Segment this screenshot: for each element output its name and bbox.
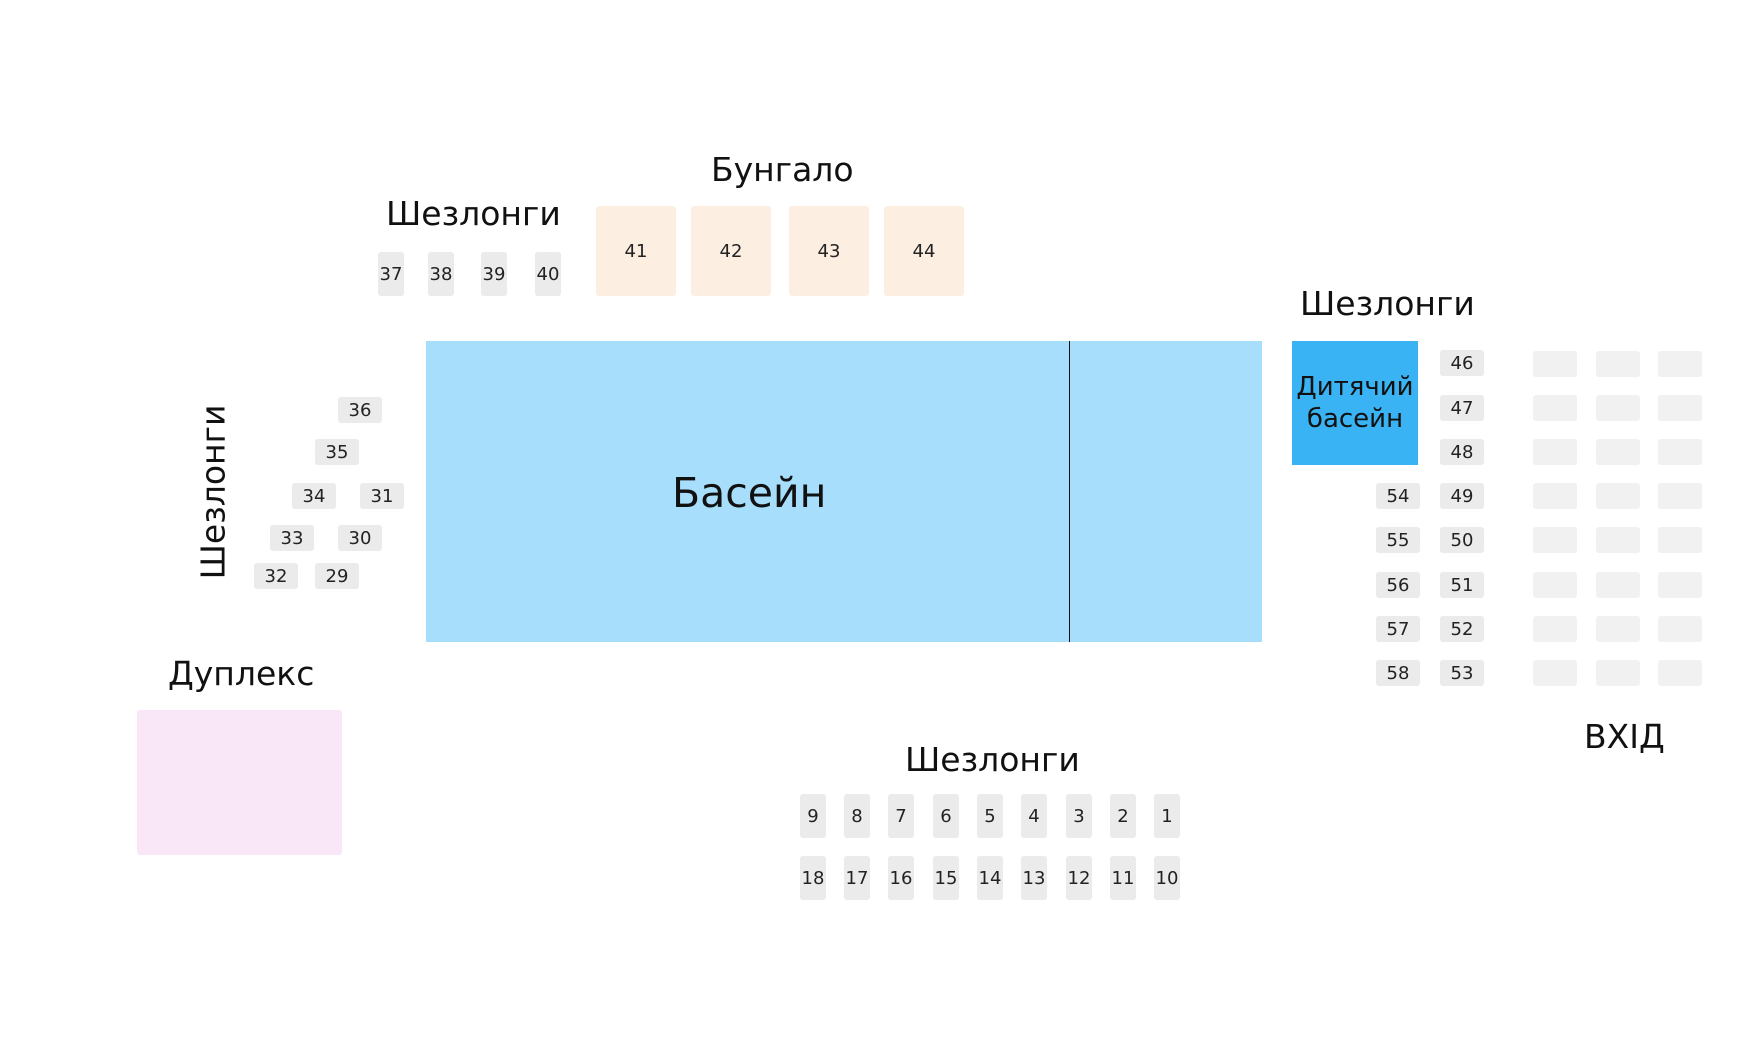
bungalow-43[interactable]: 43 xyxy=(789,206,869,296)
seat-56[interactable]: 56 xyxy=(1376,572,1420,598)
unnumbered-seat[interactable] xyxy=(1533,351,1577,377)
seat-39[interactable]: 39 xyxy=(481,252,507,296)
unnumbered-seat[interactable] xyxy=(1658,483,1702,509)
unnumbered-seat[interactable] xyxy=(1533,483,1577,509)
unnumbered-seat[interactable] xyxy=(1658,616,1702,642)
unnumbered-seat[interactable] xyxy=(1533,572,1577,598)
seat-33[interactable]: 33 xyxy=(270,525,314,551)
seat-47[interactable]: 47 xyxy=(1440,395,1484,421)
unnumbered-seat[interactable] xyxy=(1596,660,1640,686)
seat-35[interactable]: 35 xyxy=(315,439,359,465)
loungers-bottom-label: Шезлонги xyxy=(905,740,1080,779)
seat-10[interactable]: 10 xyxy=(1154,856,1180,900)
unnumbered-seat[interactable] xyxy=(1658,439,1702,465)
unnumbered-seat[interactable] xyxy=(1658,527,1702,553)
seat-16[interactable]: 16 xyxy=(888,856,914,900)
duplex-area[interactable] xyxy=(137,710,342,855)
unnumbered-seat[interactable] xyxy=(1596,483,1640,509)
seat-34[interactable]: 34 xyxy=(292,483,336,509)
seat-53[interactable]: 53 xyxy=(1440,660,1484,686)
main-pool: Басейн xyxy=(426,341,1262,642)
unnumbered-seat[interactable] xyxy=(1658,572,1702,598)
pool-divider xyxy=(1069,341,1070,642)
seat-49[interactable]: 49 xyxy=(1440,483,1484,509)
unnumbered-seat[interactable] xyxy=(1596,351,1640,377)
seat-46[interactable]: 46 xyxy=(1440,350,1484,376)
seat-48[interactable]: 48 xyxy=(1440,439,1484,465)
seat-6[interactable]: 6 xyxy=(933,794,959,838)
seat-36[interactable]: 36 xyxy=(338,397,382,423)
unnumbered-seat[interactable] xyxy=(1533,395,1577,421)
seat-14[interactable]: 14 xyxy=(977,856,1003,900)
seat-13[interactable]: 13 xyxy=(1021,856,1047,900)
pool-label: Басейн xyxy=(672,469,827,517)
seat-54[interactable]: 54 xyxy=(1376,483,1420,509)
seat-3[interactable]: 3 xyxy=(1066,794,1092,838)
seat-15[interactable]: 15 xyxy=(933,856,959,900)
bungalow-label: Бунгало xyxy=(711,150,854,189)
unnumbered-seat[interactable] xyxy=(1596,572,1640,598)
seat-52[interactable]: 52 xyxy=(1440,616,1484,642)
unnumbered-seat[interactable] xyxy=(1596,395,1640,421)
bungalow-42[interactable]: 42 xyxy=(691,206,771,296)
seat-4[interactable]: 4 xyxy=(1021,794,1047,838)
unnumbered-seat[interactable] xyxy=(1596,527,1640,553)
seat-30[interactable]: 30 xyxy=(338,525,382,551)
kids-pool-label: Дитячий басейн xyxy=(1296,372,1414,434)
kids-pool[interactable]: Дитячий басейн xyxy=(1292,341,1418,465)
unnumbered-seat[interactable] xyxy=(1658,395,1702,421)
seat-12[interactable]: 12 xyxy=(1066,856,1092,900)
unnumbered-seat[interactable] xyxy=(1533,527,1577,553)
seat-2[interactable]: 2 xyxy=(1110,794,1136,838)
loungers-left-label: Шезлонги xyxy=(193,404,233,580)
seat-50[interactable]: 50 xyxy=(1440,527,1484,553)
unnumbered-seat[interactable] xyxy=(1658,351,1702,377)
seat-5[interactable]: 5 xyxy=(977,794,1003,838)
unnumbered-seat[interactable] xyxy=(1533,439,1577,465)
seat-7[interactable]: 7 xyxy=(888,794,914,838)
unnumbered-seat[interactable] xyxy=(1533,660,1577,686)
unnumbered-seat[interactable] xyxy=(1533,616,1577,642)
seat-8[interactable]: 8 xyxy=(844,794,870,838)
seat-29[interactable]: 29 xyxy=(315,563,359,589)
seat-40[interactable]: 40 xyxy=(535,252,561,296)
loungers-top-label: Шезлонги xyxy=(386,194,561,233)
seat-55[interactable]: 55 xyxy=(1376,527,1420,553)
seat-37[interactable]: 37 xyxy=(378,252,404,296)
seat-11[interactable]: 11 xyxy=(1110,856,1136,900)
bungalow-41[interactable]: 41 xyxy=(596,206,676,296)
seat-1[interactable]: 1 xyxy=(1154,794,1180,838)
seat-38[interactable]: 38 xyxy=(428,252,454,296)
seat-58[interactable]: 58 xyxy=(1376,660,1420,686)
seat-31[interactable]: 31 xyxy=(360,483,404,509)
unnumbered-seat[interactable] xyxy=(1658,660,1702,686)
seat-9[interactable]: 9 xyxy=(800,794,826,838)
loungers-right-label: Шезлонги xyxy=(1300,284,1475,323)
seat-51[interactable]: 51 xyxy=(1440,572,1484,598)
bungalow-44[interactable]: 44 xyxy=(884,206,964,296)
seat-32[interactable]: 32 xyxy=(254,563,298,589)
seat-57[interactable]: 57 xyxy=(1376,616,1420,642)
entrance-label: ВХІД xyxy=(1584,717,1665,756)
seat-18[interactable]: 18 xyxy=(800,856,826,900)
seat-17[interactable]: 17 xyxy=(844,856,870,900)
unnumbered-seat[interactable] xyxy=(1596,616,1640,642)
duplex-label: Дуплекс xyxy=(168,654,315,693)
unnumbered-seat[interactable] xyxy=(1596,439,1640,465)
